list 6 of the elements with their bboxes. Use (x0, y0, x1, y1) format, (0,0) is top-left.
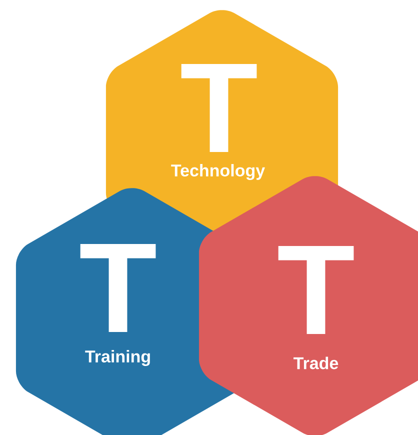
hexagon-label: Training (85, 350, 150, 366)
letter: T (278, 246, 354, 334)
letter: T (80, 244, 156, 332)
hexagon-label: Trade (294, 356, 338, 370)
hexagon-label: Technology (171, 164, 265, 180)
letter: T (181, 64, 257, 152)
